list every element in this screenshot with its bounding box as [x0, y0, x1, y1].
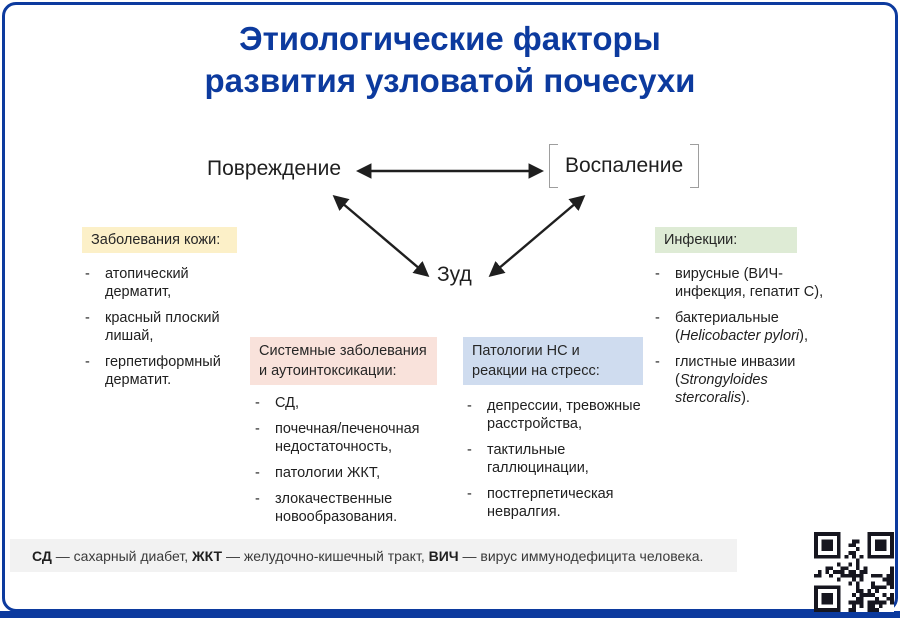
bullet-dash: - — [655, 266, 660, 282]
list-item-text: почечная/печеночная недостаточность, — [275, 420, 420, 455]
bottom-accent-bar — [0, 611, 900, 618]
list-item: -атопический дерматит, — [85, 266, 245, 302]
qr-code — [814, 532, 894, 612]
bullet-dash: - — [467, 485, 472, 502]
arrow-inflammation-itch — [488, 194, 586, 278]
list-item: -бактериальные (Helicobacter pylori), — [655, 310, 825, 346]
list-item-text: тактильные галлюцинации, — [487, 441, 589, 476]
list-item-text: бактериальные (Helicobacter pylori), — [675, 309, 808, 344]
list-item: -красный плоский лишай, — [85, 310, 245, 346]
list-item-text: глистные инвазии (Strongyloides stercora… — [675, 353, 796, 406]
bullet-dash: - — [85, 309, 90, 326]
bullet-dash: - — [255, 395, 260, 411]
list-item-text: вирусные (ВИЧ- инфекция, гепатит С), — [675, 266, 824, 300]
list-item: -патологии ЖКТ, — [255, 465, 450, 483]
skin-diseases-header: Заболевания кожи: — [82, 227, 237, 253]
list-item-text: злокачественные новообразования. — [275, 490, 398, 525]
bullet-dash: - — [255, 464, 260, 481]
systemic-diseases-header: Системные заболевания и аутоинтоксикации… — [250, 337, 437, 385]
bullet-dash: - — [85, 353, 90, 370]
list-item: -почечная/печеночная недостаточность, — [255, 421, 450, 457]
list-item: -тактильные галлюцинации, — [467, 442, 667, 478]
node-itch: Зуд — [437, 263, 472, 286]
page-title-line2: развития узловатой почесухи — [204, 62, 696, 100]
bullet-dash: - — [467, 441, 472, 458]
bullet-dash: - — [255, 420, 260, 437]
list-item-text: герпетиформный дерматит. — [105, 353, 221, 388]
page-title: Этиологические факторы развития узловато… — [0, 18, 900, 102]
node-inflammation-label: Воспаление — [565, 154, 684, 177]
page-title-line1: Этиологические факторы — [239, 20, 661, 57]
node-inflammation: Воспаление — [549, 143, 700, 189]
infections-header: Инфекции: — [655, 227, 797, 253]
list-item: -герпетиформный дерматит. — [85, 354, 245, 390]
list-item-text: красный плоский лишай, — [105, 309, 220, 344]
abbreviations-text: СД — сахарный диабет, ЖКТ — желудочно-ки… — [32, 547, 704, 564]
node-damage: Повреждение — [207, 157, 342, 180]
left-bracket — [549, 144, 558, 188]
list-item-text: постгерпетическая невралгия. — [487, 485, 614, 520]
list-item: -злокачественные новообразования. — [255, 491, 450, 527]
list-item-text: патологии ЖКТ, — [275, 464, 381, 481]
bullet-dash: - — [255, 490, 260, 507]
list-item: -вирусные (ВИЧ- инфекция, гепатит С), — [655, 266, 825, 302]
list-item-text: атопический дерматит, — [105, 266, 189, 300]
list-item: -депрессии, тревожные расстройства, — [467, 398, 667, 434]
bullet-dash: - — [655, 353, 660, 370]
abbreviations-footer: СД — сахарный диабет, ЖКТ — желудочно-ки… — [10, 539, 737, 572]
list-item: -глистные инвазии (Strongyloides stercor… — [655, 354, 825, 408]
nervous-system-header: Патологии НС и реакции на стресс: — [463, 337, 643, 385]
right-bracket — [690, 144, 700, 188]
bullet-dash: - — [467, 398, 472, 414]
infections-list: -вирусные (ВИЧ- инфекция, гепатит С),-ба… — [655, 266, 825, 416]
arrow-damage-itch — [332, 194, 430, 278]
bullet-dash: - — [655, 309, 660, 326]
list-item: -СД, — [255, 395, 450, 413]
nervous-system-list: -депрессии, тревожные расстройства,-такт… — [467, 398, 667, 530]
card-background — [2, 2, 898, 612]
skin-diseases-list: -атопический дерматит,-красный плоский л… — [85, 266, 245, 398]
bullet-dash: - — [85, 266, 90, 282]
list-item-text: депрессии, тревожные расстройства, — [487, 398, 641, 432]
list-item: -постгерпетическая невралгия. — [467, 486, 667, 522]
systemic-diseases-list: -СД,-почечная/печеночная недостаточность… — [255, 395, 450, 535]
list-item-text: СД, — [275, 395, 300, 411]
